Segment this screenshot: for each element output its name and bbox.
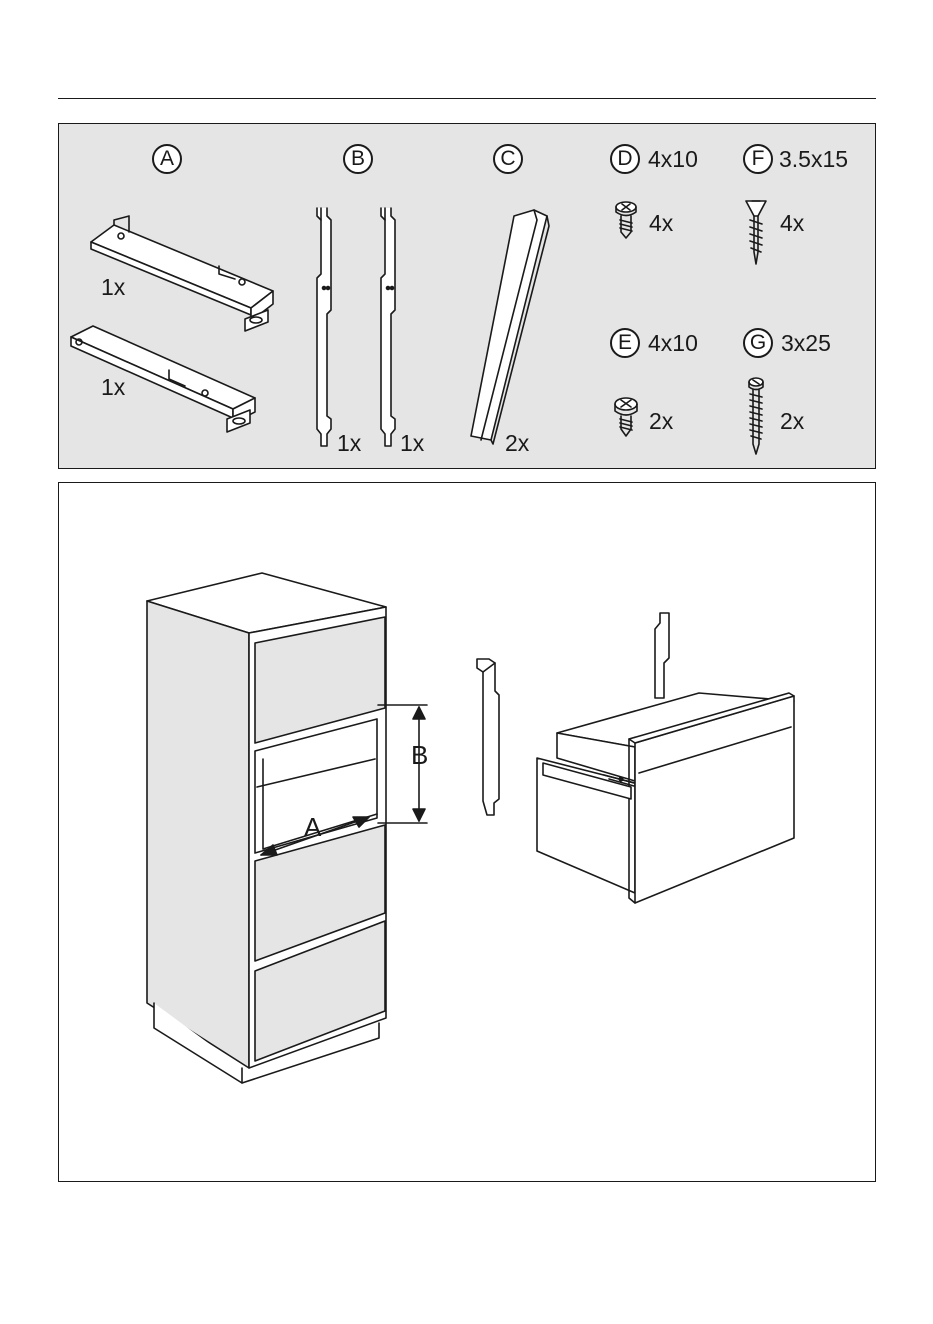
bracket-a-bottom	[71, 326, 255, 432]
header-rule	[58, 98, 876, 99]
part-d-badge: D	[610, 144, 640, 174]
part-c-qty: 2x	[505, 430, 529, 456]
dimension-b-label: B	[411, 741, 428, 769]
part-e-size: 4x10	[648, 330, 698, 356]
part-f-badge: F	[743, 144, 773, 174]
part-g-badge: G	[743, 328, 773, 358]
part-f-qty: 4x	[780, 210, 804, 236]
loose-rail	[477, 659, 499, 815]
screw-f	[746, 201, 766, 264]
built-in-appliance	[537, 693, 794, 903]
part-g-qty: 2x	[780, 408, 804, 434]
installation-illustration	[59, 483, 877, 1183]
part-d-size: 4x10	[648, 146, 698, 172]
part-e-qty: 2x	[649, 408, 673, 434]
parts-illustration	[59, 124, 877, 470]
screw-e	[615, 398, 637, 436]
part-b-right-qty: 1x	[400, 430, 424, 456]
installation-panel: B A	[58, 482, 876, 1182]
dimension-a-label: A	[304, 813, 321, 841]
part-b-left-qty: 1x	[337, 430, 361, 456]
part-a-bottom-qty: 1x	[101, 374, 125, 400]
screw-g	[749, 378, 763, 454]
part-e-badge: E	[610, 328, 640, 358]
part-b-badge: B	[343, 144, 373, 174]
part-c-badge: C	[493, 144, 523, 174]
part-g-size: 3x25	[781, 330, 831, 356]
trim-strip-c	[471, 210, 549, 444]
parts-panel: A B C D F E G 4x10 3.5x15 4x10 3x25 1x 1…	[58, 123, 876, 469]
screw-d	[616, 202, 636, 238]
part-a-badge: A	[152, 144, 182, 174]
rail-b-right	[381, 208, 395, 446]
part-f-size: 3.5x15	[779, 146, 848, 172]
tall-cabinet	[147, 573, 386, 1083]
rail-b-left	[317, 208, 331, 446]
oven-rail	[655, 613, 669, 698]
part-d-qty: 4x	[649, 210, 673, 236]
part-a-top-qty: 1x	[101, 274, 125, 300]
